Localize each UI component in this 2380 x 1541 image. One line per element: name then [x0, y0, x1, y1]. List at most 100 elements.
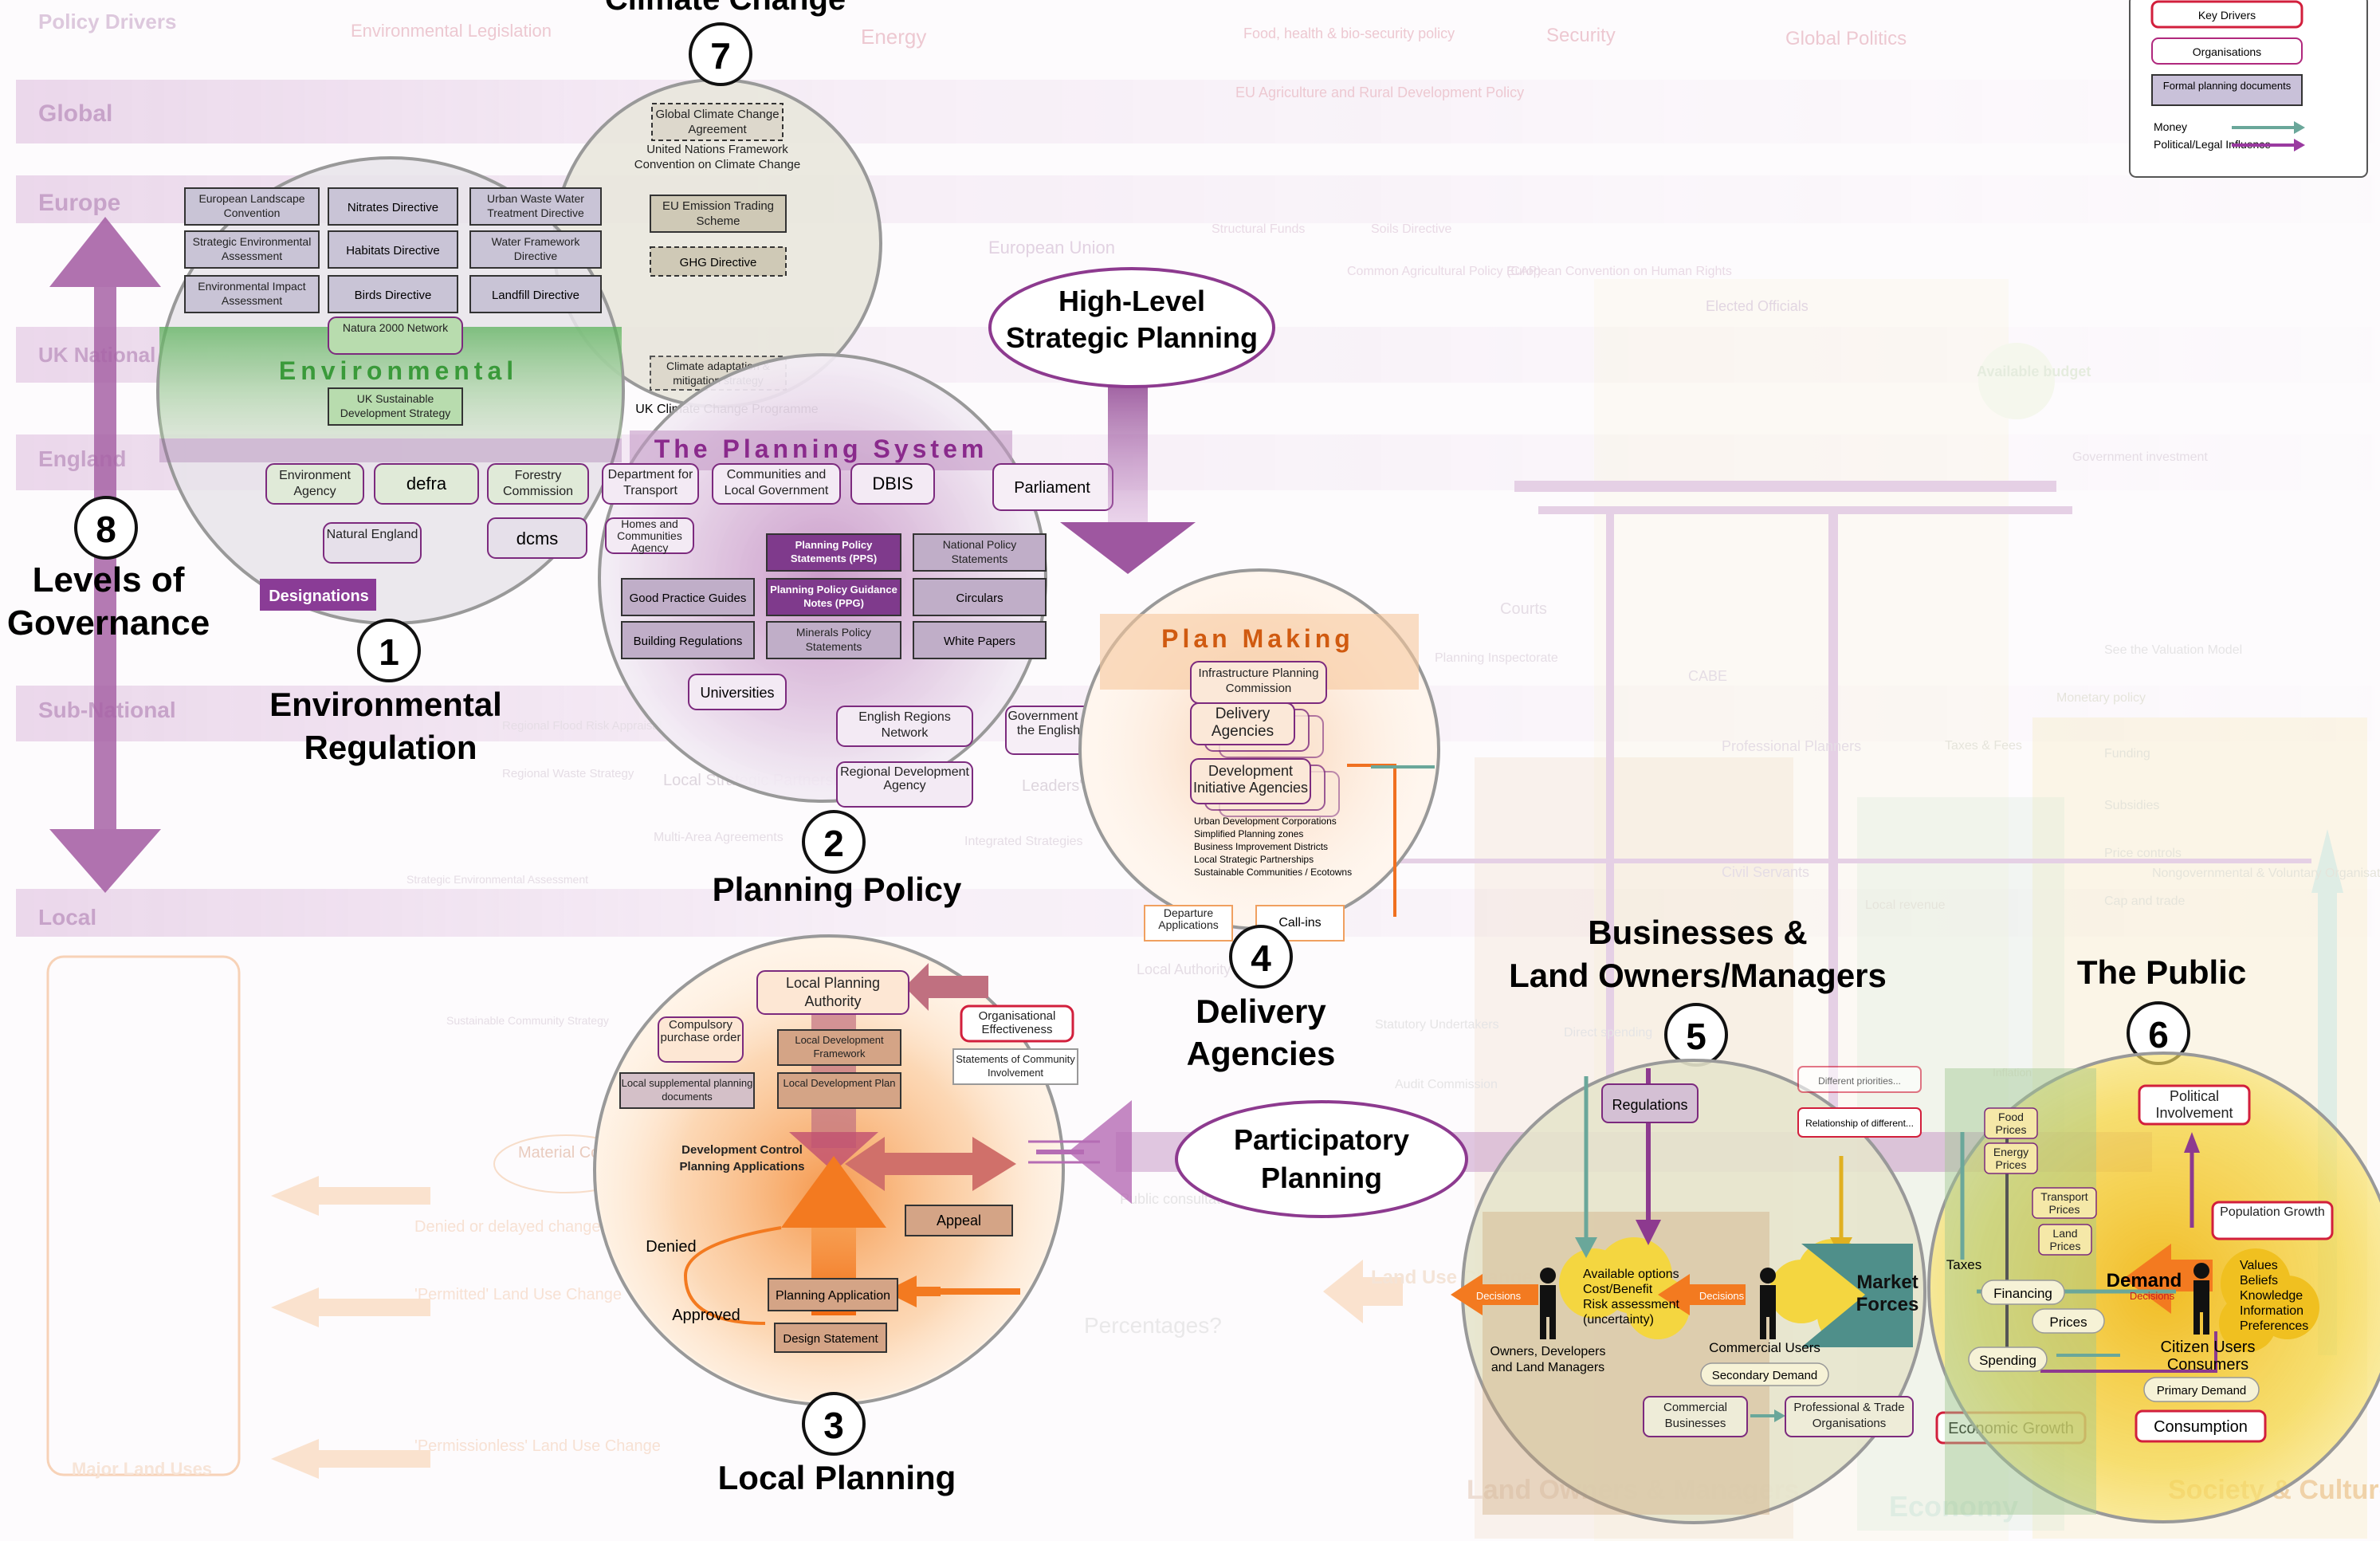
statements-community-box: Statements of Community Involvement	[956, 1053, 1075, 1079]
circle-local-planning: Local Planning Authority Compulsory purc…	[593, 934, 1078, 1496]
legend-organisations: Organisations	[2193, 45, 2261, 58]
delivery-title-2: Agencies	[1187, 1035, 1336, 1072]
designations-box: Designations	[269, 588, 369, 605]
planning-system-label: The Planning System	[654, 434, 988, 463]
faded-economy: Economy	[1889, 1490, 2018, 1523]
faded-direct-spending: Direct spending	[1564, 1026, 1652, 1040]
value-0: Values	[2240, 1259, 2278, 1272]
circle-environmental-regulation: Environmental European Landscape Convent…	[156, 156, 625, 766]
plan-making-label: Plan Making	[1161, 624, 1354, 653]
food-prices-box: Food Prices	[1995, 1111, 2027, 1136]
decisions-label-1: Decisions	[1476, 1290, 1522, 1302]
faded-eu-agri: EU Agriculture and Rural Development Pol…	[1235, 85, 1524, 100]
legend-money-label: Money	[2154, 120, 2187, 133]
dia-box: Development Initiative Agencies	[1192, 763, 1309, 796]
dia-list-4: Sustainable Communities / Ecotowns	[1194, 867, 1352, 878]
taxes-label: Taxes	[1946, 1257, 1981, 1272]
land-prices-box: Land Prices	[2049, 1227, 2081, 1252]
faded-european-union: European Union	[988, 238, 1115, 257]
env-title-2: Regulation	[304, 729, 477, 766]
eia-box: Environmental Impact Assessment	[198, 280, 306, 307]
relationship-label: Relationship of different...	[1805, 1118, 1914, 1129]
faded-integrated-strategies: Integrated Strategies	[964, 835, 1083, 848]
homes-agency-box: Homes and Communities Agency	[617, 518, 682, 554]
sea-box: Strategic Environmental Assessment	[192, 235, 312, 262]
faded-inflation: Inflation	[1993, 1066, 2032, 1079]
faded-government-investment: Government investment	[2072, 450, 2208, 464]
good-practice-box: Good Practice Guides	[630, 592, 747, 605]
building-regs-box: Building Regulations	[634, 635, 743, 648]
public-title: The Public	[2077, 953, 2246, 991]
citizen-line1: Citizen Users	[2161, 1339, 2256, 1356]
financing-pill: Financing	[1993, 1286, 2052, 1301]
dia-list-3: Local Strategic Partnerships	[1194, 854, 1314, 865]
circle-delivery-agencies: Plan Making Infrastructure Planning Comm…	[1078, 568, 1440, 1072]
dia-list-0: Urban Development Corporations	[1194, 816, 1337, 827]
different-priorities-label: Different priorities...	[1818, 1075, 1901, 1087]
dia-list-1: Simplified Planning zones	[1194, 828, 1303, 839]
env-circle-number: 1	[379, 631, 399, 673]
faded-statutory-undertakers: Statutory Undertakers	[1375, 1018, 1499, 1032]
public-circle-number: 6	[2148, 1014, 2169, 1056]
planning-application-box: Planning Application	[776, 1289, 890, 1303]
high-level-strategic-planning: High-Level Strategic Planning	[988, 267, 1275, 574]
governance-title-2: Governance	[7, 603, 210, 643]
faded-env-legislation: Environmental Legislation	[351, 21, 552, 41]
dbis-box: DBIS	[872, 474, 913, 493]
lpa-box: Local Planning Authority	[785, 975, 881, 1009]
governance-circle-number: 8	[96, 509, 116, 550]
compulsory-purchase-box: Compulsory purchase order	[660, 1018, 741, 1044]
transport-prices-box: Transport Prices	[2040, 1190, 2088, 1216]
value-1: Beliefs	[2240, 1274, 2278, 1287]
owners-line2: and Land Managers	[1491, 1361, 1604, 1374]
political-involvement-box: Political Involvement	[2155, 1088, 2233, 1121]
departure-box: Departure Applications	[1158, 907, 1219, 931]
market-forces-2: Forces	[1856, 1294, 1919, 1315]
white-papers-box: White Papers	[944, 635, 1015, 648]
delivery-agencies-box: Delivery Agencies	[1211, 706, 1274, 740]
faded-nongov-orgs: Nongovernmental & Voluntary Organisation…	[2152, 867, 2380, 880]
level-europe: Europe	[38, 190, 120, 216]
faded-courts: Courts	[1500, 600, 1547, 618]
natural-england-box: Natural England	[326, 528, 418, 541]
faded-permissionless-change: 'Permissionless' Land Use Change	[414, 1437, 661, 1455]
ghg-box: GHG Directive	[680, 256, 757, 269]
business-circle-number: 5	[1686, 1016, 1706, 1057]
owner-person-icon	[1540, 1268, 1556, 1339]
faded-multi-area: Multi-Area Agreements	[654, 831, 784, 844]
faded-structural-funds: Structural Funds	[1212, 222, 1305, 236]
env-title-1: Environmental	[269, 686, 502, 723]
professional-trade-box: Professional & Trade Organisations	[1793, 1401, 1905, 1430]
high-level-line1: High-Level	[1058, 285, 1205, 317]
appeal-box: Appeal	[937, 1213, 981, 1228]
policy-title: Planning Policy	[713, 871, 962, 908]
faded-monetary-policy: Monetary policy	[2056, 691, 2146, 705]
legend-political-label: Political/Legal Influence	[2154, 138, 2271, 151]
faded-local-revenue: Local revenue	[1865, 898, 1946, 912]
water-framework-box: Water Framework Directive	[491, 235, 580, 262]
high-level-line2: Strategic Planning	[1006, 321, 1258, 354]
faded-professional-planners: Professional Planners	[1722, 738, 1861, 754]
landscape-convention-box: European Landscape Convention	[198, 192, 305, 219]
dcms-box: dcms	[516, 529, 559, 548]
faded-funding: Funding	[2104, 747, 2150, 761]
climate-number: 7	[710, 35, 731, 77]
legend-formal-docs: Formal planning documents	[2163, 80, 2292, 92]
faded-elected-officials: Elected Officials	[1706, 298, 1809, 314]
value-2: Knowledge	[2240, 1289, 2303, 1303]
local-circle-number: 3	[823, 1405, 844, 1446]
spending-pill: Spending	[1979, 1353, 2036, 1368]
faded-food-health: Food, health & bio-security policy	[1243, 26, 1455, 41]
denied-label: Denied	[646, 1238, 696, 1256]
english-regions-box: English Regions Network	[858, 710, 951, 740]
owners-line1: Owners, Developers	[1490, 1345, 1606, 1358]
value-4: Preferences	[2240, 1319, 2308, 1333]
consumption-box: Consumption	[2154, 1418, 2248, 1436]
option-2: Risk assessment	[1583, 1298, 1679, 1311]
eu-ets-box: EU Emission Trading Scheme	[662, 199, 775, 228]
natura-2000-box: Natura 2000 Network	[342, 321, 449, 334]
demand-label: Demand	[2107, 1270, 2182, 1291]
faded-denied-delayed: Denied or delayed change	[414, 1218, 601, 1236]
supplemental-docs-box: Local supplemental planning documents	[621, 1077, 753, 1103]
